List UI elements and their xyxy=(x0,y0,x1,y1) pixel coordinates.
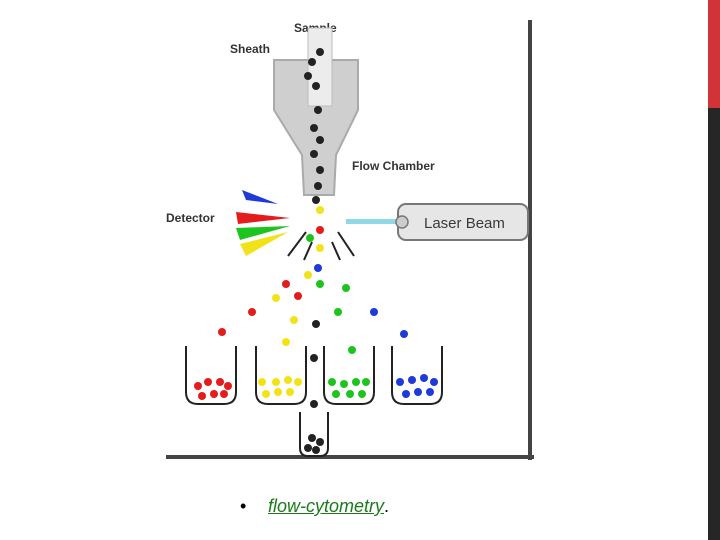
flow-cytometry-diagram: Sample Sheath Flow Chamber Detector Lase… xyxy=(166,20,534,460)
cell-droplet-red xyxy=(282,280,290,288)
tube-yellow xyxy=(255,346,307,405)
cell-droplet-yellow xyxy=(258,378,266,386)
label-sheath: Sheath xyxy=(230,42,270,56)
cell-droplet-green xyxy=(340,380,348,388)
label-laser-beam: Laser Beam xyxy=(424,215,505,232)
slide-right-edge-bar xyxy=(708,0,720,540)
cell-droplet-green xyxy=(306,234,314,242)
cell-droplet-red xyxy=(218,328,226,336)
cell-droplet-yellow xyxy=(286,388,294,396)
cell-droplet-red xyxy=(198,392,206,400)
tube-waste xyxy=(299,412,329,457)
tube-red xyxy=(185,346,237,405)
cell-droplet-blue xyxy=(426,388,434,396)
detector-beam-green xyxy=(236,226,290,240)
cell-droplet-yellow xyxy=(282,338,290,346)
cell-droplet-black xyxy=(314,106,322,114)
cell-droplet-black xyxy=(316,166,324,174)
detector-beam-red xyxy=(236,212,290,224)
cell-droplet-green xyxy=(334,308,342,316)
cell-droplet-green xyxy=(342,284,350,292)
laser-line xyxy=(346,219,402,224)
caption-bullet-item: • flow-cytometry. xyxy=(240,494,500,518)
slide-accent-bar xyxy=(708,0,720,108)
cell-droplet-black xyxy=(316,438,324,446)
cell-droplet-green xyxy=(332,390,340,398)
cell-droplet-black xyxy=(312,82,320,90)
cell-droplet-red xyxy=(204,378,212,386)
cell-droplet-yellow xyxy=(272,378,280,386)
cell-droplet-black xyxy=(308,434,316,442)
cell-droplet-blue xyxy=(408,376,416,384)
tube-green xyxy=(323,346,375,405)
label-detector: Detector xyxy=(166,211,215,225)
cell-droplet-black xyxy=(314,182,322,190)
cell-droplet-blue xyxy=(414,388,422,396)
cell-droplet-green xyxy=(348,346,356,354)
cell-droplet-yellow xyxy=(262,390,270,398)
detector-beam-blue xyxy=(242,190,278,204)
cell-droplet-black xyxy=(316,136,324,144)
cell-droplet-green xyxy=(316,280,324,288)
cell-droplet-yellow xyxy=(294,378,302,386)
cell-droplet-yellow xyxy=(274,388,282,396)
detector-beam-yellow xyxy=(240,232,288,256)
cell-droplet-blue xyxy=(402,390,410,398)
cell-droplet-yellow xyxy=(304,271,312,279)
cell-droplet-black xyxy=(304,72,312,80)
cell-droplet-green xyxy=(358,390,366,398)
cell-droplet-green xyxy=(328,378,336,386)
cell-droplet-blue xyxy=(370,308,378,316)
cell-droplet-black xyxy=(312,196,320,204)
cell-droplet-black xyxy=(312,320,320,328)
cell-droplet-red xyxy=(210,390,218,398)
bullet-glyph: • xyxy=(240,496,247,516)
cell-droplet-blue xyxy=(430,378,438,386)
cell-droplet-blue xyxy=(396,378,404,386)
cell-droplet-black xyxy=(304,444,312,452)
cell-droplet-green xyxy=(352,378,360,386)
cell-droplet-black xyxy=(308,58,316,66)
cell-droplet-green xyxy=(346,390,354,398)
cell-droplet-black xyxy=(310,400,318,408)
cell-droplet-black xyxy=(316,48,324,56)
label-flow-chamber: Flow Chamber xyxy=(352,159,435,173)
cell-droplet-black xyxy=(310,150,318,158)
cell-droplet-green xyxy=(362,378,370,386)
cell-droplet-yellow xyxy=(316,244,324,252)
cell-droplet-black xyxy=(312,446,320,454)
cell-droplet-yellow xyxy=(272,294,280,302)
cell-droplet-blue xyxy=(400,330,408,338)
cell-droplet-red xyxy=(224,382,232,390)
cell-droplet-black xyxy=(310,354,318,362)
cell-droplet-red xyxy=(316,226,324,234)
cell-droplet-black xyxy=(310,124,318,132)
caption-suffix: . xyxy=(384,496,390,516)
cell-droplet-yellow xyxy=(284,376,292,384)
cell-droplet-red xyxy=(220,390,228,398)
cell-droplet-blue xyxy=(420,374,428,382)
cell-droplet-red xyxy=(216,378,224,386)
cell-droplet-red xyxy=(194,382,202,390)
cell-droplet-yellow xyxy=(316,206,324,214)
cell-droplet-red xyxy=(294,292,302,300)
cell-droplet-blue xyxy=(314,264,322,272)
cell-droplet-yellow xyxy=(290,316,298,324)
cell-droplet-red xyxy=(248,308,256,316)
sample-tube xyxy=(307,27,333,107)
tube-blue xyxy=(391,346,443,405)
flow-cytometry-link[interactable]: flow-cytometry xyxy=(268,496,385,516)
